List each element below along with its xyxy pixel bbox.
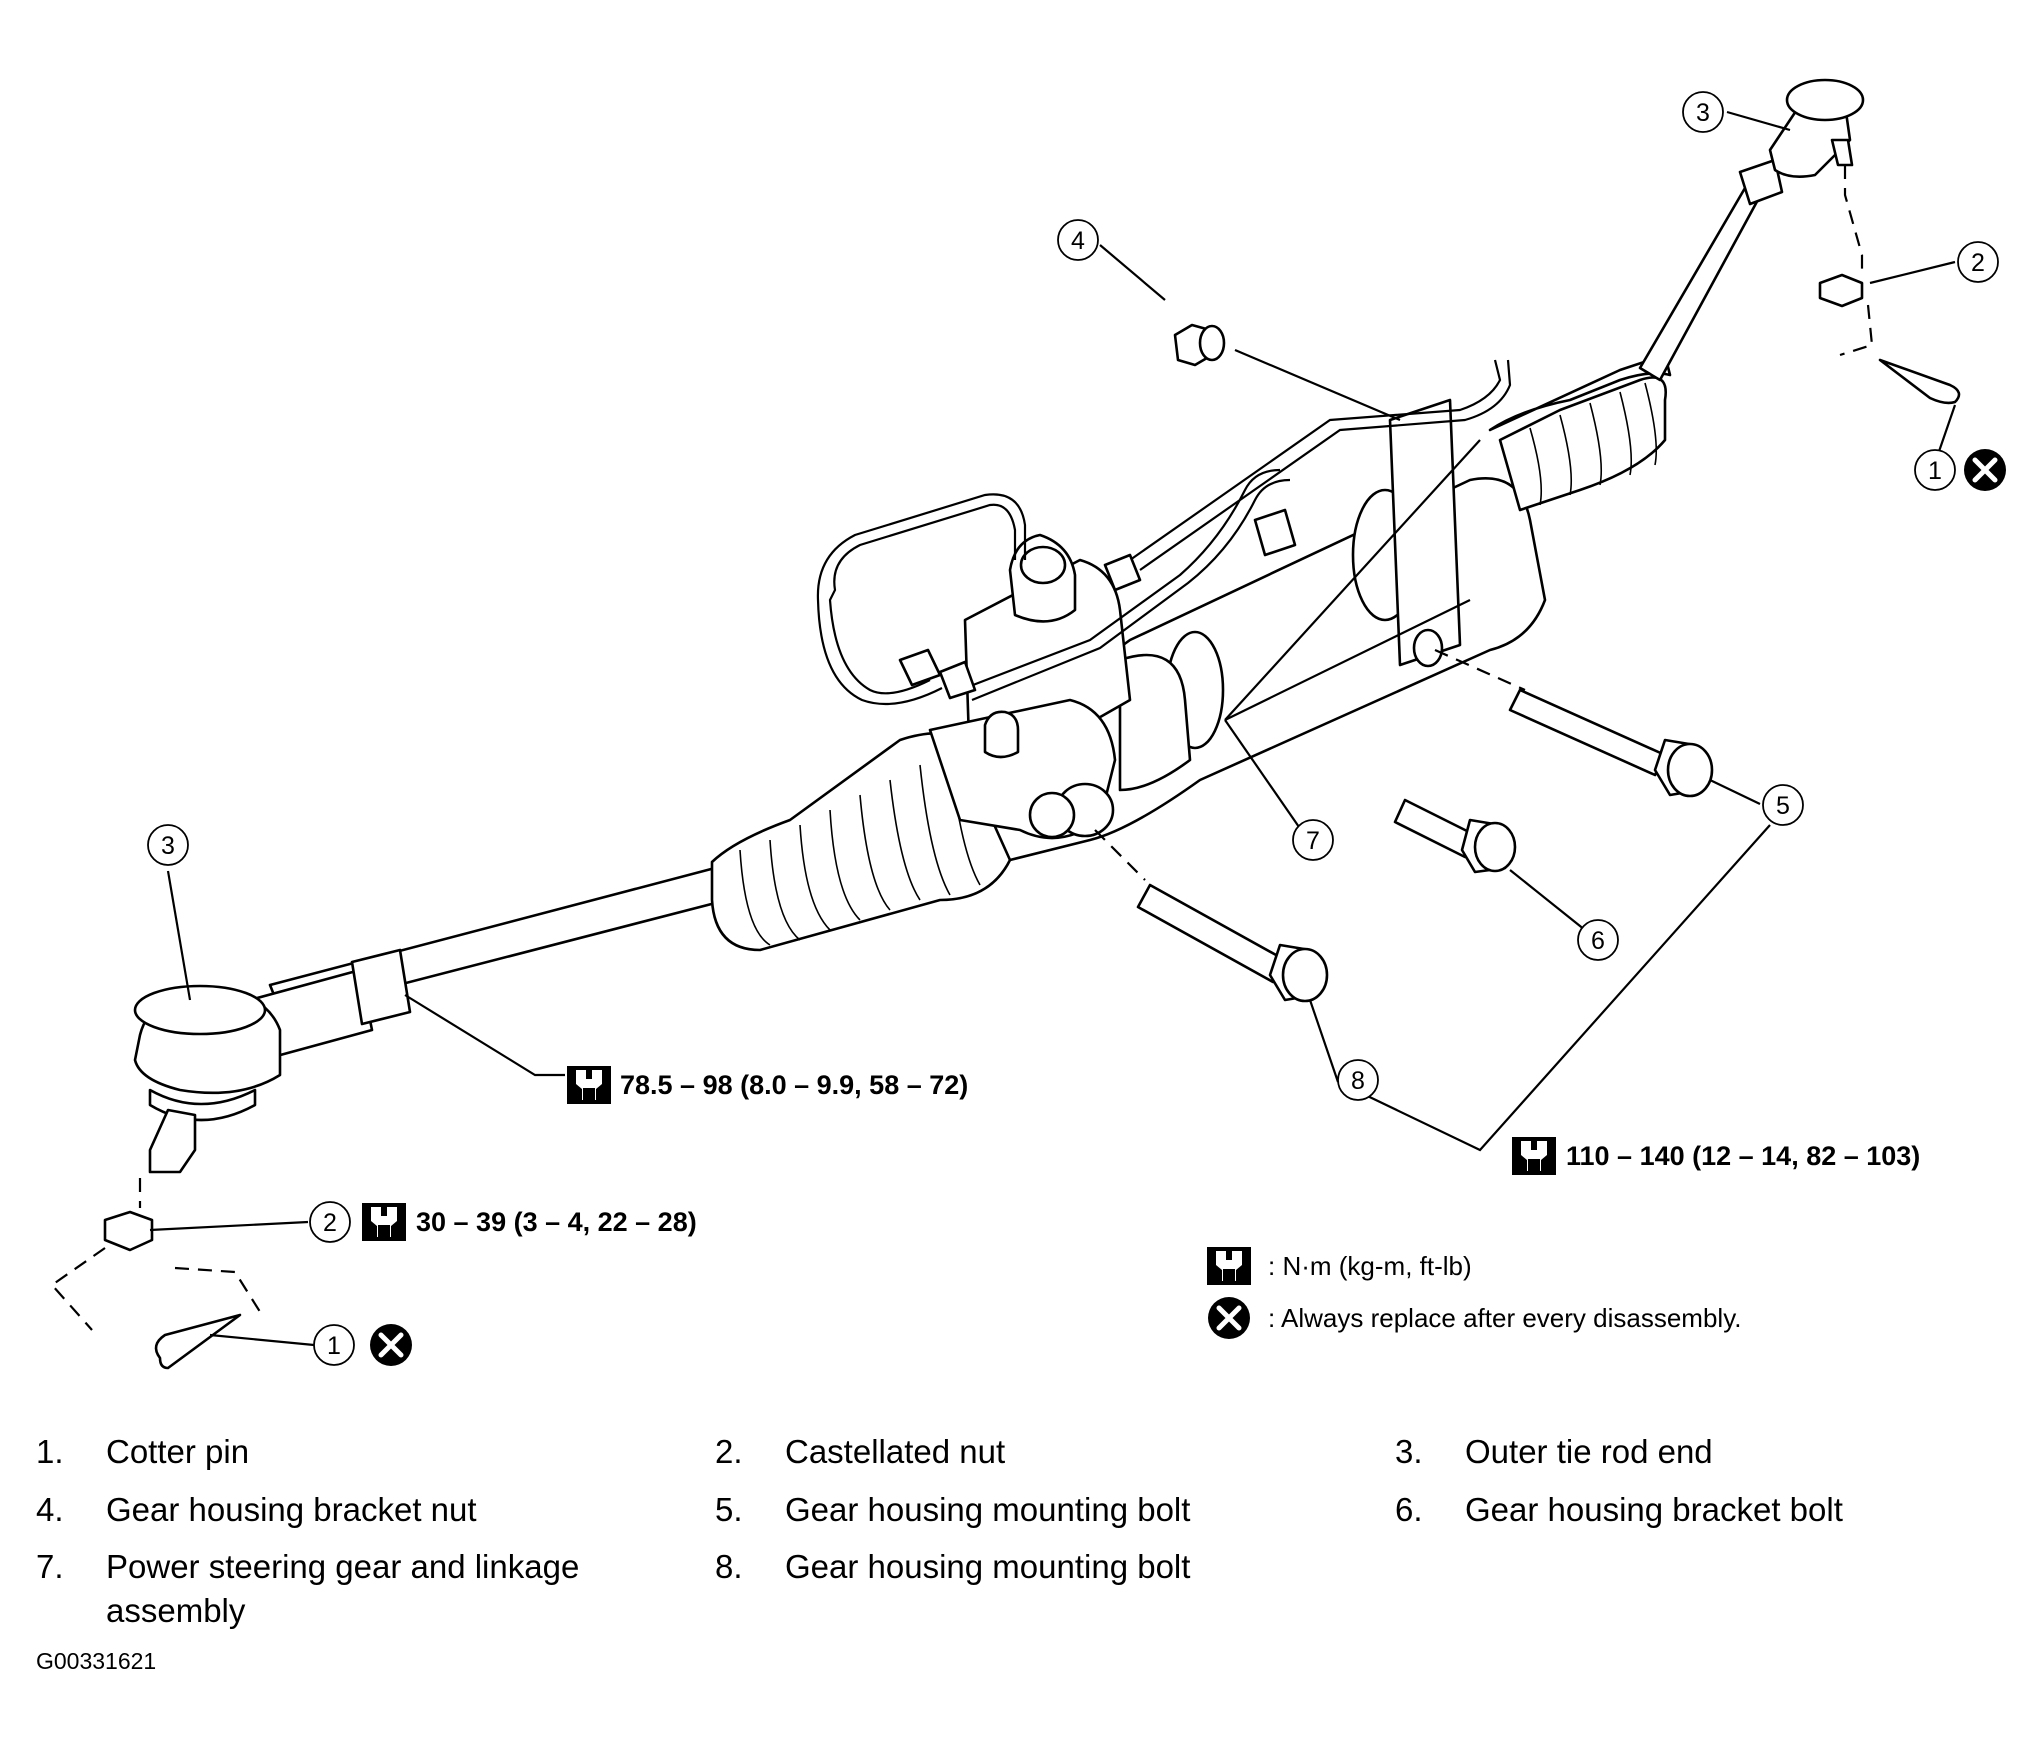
callout-5: 5 [1762, 784, 1804, 826]
svg-text:2: 2 [1971, 249, 1985, 277]
callout-8: 8 [1337, 1059, 1379, 1101]
svg-text:78.5 – 98 (8.0 – 9.9, 58 – 72): 78.5 – 98 (8.0 – 9.9, 58 – 72) [620, 1070, 968, 1100]
callout-7: 7 [1292, 819, 1334, 861]
svg-text:1: 1 [1928, 457, 1942, 485]
left-castellated-nut [103, 1210, 154, 1252]
svg-text:7: 7 [1306, 827, 1320, 855]
svg-text:4: 4 [1071, 227, 1085, 255]
torque-wrench-icon [362, 1203, 406, 1241]
item-number: 3. [1395, 1433, 1423, 1470]
svg-text:30 – 39 (3 – 4, 22 – 28): 30 – 39 (3 – 4, 22 – 28) [416, 1207, 697, 1237]
legend-torque-unit: : N·m (kg-m, ft-lb) [1207, 1247, 1472, 1285]
left-cotter-pin [154, 1313, 242, 1370]
svg-text:5: 5 [1776, 792, 1790, 820]
legend: : N·m (kg-m, ft-lb) : Always replace aft… [1207, 1247, 1741, 1339]
svg-text:6: 6 [1591, 927, 1605, 955]
torque-spec-tie-rod: 78.5 – 98 (8.0 – 9.9, 58 – 72) [567, 1066, 968, 1104]
lower-mounting-bolt [1136, 883, 1329, 1003]
item-number: 6. [1395, 1491, 1423, 1528]
svg-text:2: 2 [323, 1209, 337, 1237]
torque-spec-mounting-bolt: 110 – 140 (12 – 14, 82 – 103) [1512, 1137, 1920, 1175]
gear-housing-bracket-bolt [1393, 798, 1517, 874]
torque-wrench-icon [1207, 1247, 1251, 1285]
item-label: Gear housing mounting bolt [785, 1491, 1191, 1528]
right-boot [1488, 353, 1672, 512]
callouts: 3 4 2 1 5 7 6 8 [147, 91, 1999, 1366]
replace-x-icon [370, 1324, 412, 1366]
right-outer-tie-rod-end [1768, 78, 1865, 178]
right-castellated-nut [1818, 273, 1864, 308]
steering-rack-assembly [133, 78, 1865, 1174]
item-label: Gear housing bracket nut [106, 1491, 477, 1528]
item-number: 4. [36, 1491, 64, 1528]
replace-x-icon [1964, 449, 2006, 491]
callout-6: 6 [1577, 919, 1619, 961]
gear-housing [928, 398, 1547, 862]
torque-wrench-icon [567, 1066, 611, 1104]
item-label: Gear housing mounting bolt [785, 1548, 1191, 1585]
callout-1-right: 1 [1914, 449, 1956, 491]
item-label: Castellated nut [785, 1433, 1006, 1470]
svg-text:8: 8 [1351, 1067, 1365, 1095]
item-number: 1. [36, 1433, 64, 1470]
upper-mounting-bolt [1508, 688, 1714, 798]
callout-4: 4 [1057, 219, 1099, 261]
gear-housing-bracket-nut [1173, 323, 1226, 367]
item-label: Outer tie rod end [1465, 1433, 1713, 1470]
svg-text:3: 3 [161, 832, 175, 860]
svg-text:110 – 140 (12 – 14, 82 – 103): 110 – 140 (12 – 14, 82 – 103) [1566, 1141, 1920, 1171]
svg-text:: Always replace after every d: : Always replace after every disassembly… [1268, 1303, 1741, 1333]
legend-replace-note: : Always replace after every disassembly… [1208, 1297, 1741, 1339]
svg-text:1: 1 [327, 1332, 341, 1360]
leader-lines [50, 110, 1957, 1347]
item-label: Cotter pin [106, 1433, 250, 1470]
item-number: 8. [715, 1548, 743, 1585]
callout-3-left: 3 [147, 824, 189, 866]
torque-spec-castellated-nut: 30 – 39 (3 – 4, 22 – 28) [362, 1203, 697, 1241]
torque-wrench-icon [1512, 1137, 1556, 1175]
parts-list: 1. Cotter pin 2. Castellated nut 3. Oute… [0, 1420, 2033, 1670]
callout-2-left: 2 [309, 1201, 351, 1243]
left-outer-tie-rod-end [133, 984, 282, 1174]
item-label: Power steering gear and linkage assembly [106, 1548, 580, 1629]
hydraulic-lines [816, 359, 1512, 706]
svg-text:: N·m (kg-m, ft-lb): : N·m (kg-m, ft-lb) [1268, 1251, 1472, 1281]
replace-x-icon [1208, 1297, 1250, 1339]
svg-text:3: 3 [1696, 99, 1710, 127]
loose-parts [103, 273, 1961, 1370]
callout-2-right: 2 [1957, 241, 1999, 283]
callout-3-right: 3 [1682, 91, 1724, 133]
item-number: 7. [36, 1548, 64, 1585]
item-label: Gear housing bracket bolt [1465, 1491, 1843, 1528]
item-number: 2. [715, 1433, 743, 1470]
figure-id: G00331621 [36, 1648, 157, 1674]
item-number: 5. [715, 1491, 743, 1528]
callout-1-left: 1 [313, 1324, 355, 1366]
right-cotter-pin [1878, 358, 1961, 405]
